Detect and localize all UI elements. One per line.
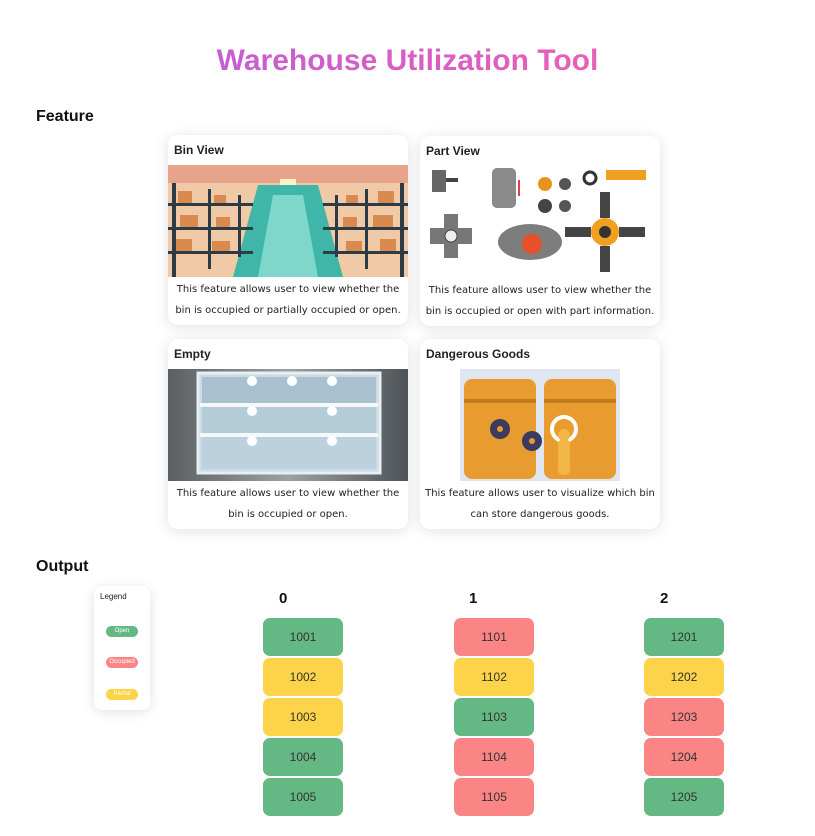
column-header-0: 0 — [279, 590, 288, 607]
bin-1205[interactable]: 1205 — [644, 778, 724, 816]
bin-1101[interactable]: 1101 — [454, 618, 534, 656]
page-title: Warehouse Utilization Tool — [0, 44, 815, 78]
bin-1105[interactable]: 1105 — [454, 778, 534, 816]
bin-1002[interactable]: 1002 — [263, 658, 343, 696]
feature-card-bin-view[interactable]: Bin View This feature allows user to vie… — [168, 135, 408, 325]
bin-1202[interactable]: 1202 — [644, 658, 724, 696]
card-description: This feature allows user to view whether… — [175, 284, 401, 316]
bin-1104[interactable]: 1104 — [454, 738, 534, 776]
card-title: Bin View — [174, 143, 224, 157]
legend-partial-badge: Partial — [106, 689, 138, 700]
card-description: This feature allows user to view whether… — [425, 285, 655, 317]
legend-open-badge: Open — [106, 626, 138, 637]
bin-1001[interactable]: 1001 — [263, 618, 343, 656]
feature-card-part-view[interactable]: Part View This feature allows user to vi… — [420, 136, 660, 326]
card-description: This feature allows user to visualize wh… — [425, 488, 655, 520]
bin-1103[interactable]: 1103 — [454, 698, 534, 736]
bin-1203[interactable]: 1203 — [644, 698, 724, 736]
column-header-2: 2 — [660, 590, 669, 607]
warehouse-aisle-image — [168, 165, 408, 277]
bin-1201[interactable]: 1201 — [644, 618, 724, 656]
legend-title: Legend — [100, 592, 127, 601]
column-header-1: 1 — [469, 590, 478, 607]
bin-1004[interactable]: 1004 — [263, 738, 343, 776]
feature-card-empty[interactable]: Empty This feature allows user to view w… — [168, 339, 408, 529]
empty-shelf-image — [168, 369, 408, 481]
bin-1204[interactable]: 1204 — [644, 738, 724, 776]
legend-occupied-badge: Occupied — [106, 657, 138, 668]
feature-card-dangerous-goods[interactable]: Dangerous Goods This feature allows user… — [420, 339, 660, 529]
output-heading: Output — [36, 558, 89, 575]
card-title: Empty — [174, 347, 211, 361]
bin-1003[interactable]: 1003 — [263, 698, 343, 736]
hazard-barrels-image — [420, 369, 660, 481]
card-title: Dangerous Goods — [426, 347, 531, 361]
machine-parts-image — [420, 166, 660, 278]
bin-1102[interactable]: 1102 — [454, 658, 534, 696]
card-title: Part View — [426, 144, 480, 158]
feature-heading: Feature — [36, 108, 94, 125]
card-description: This feature allows user to view whether… — [176, 488, 400, 520]
legend-panel: Legend Open Occupied Partial — [94, 586, 150, 710]
bin-1005[interactable]: 1005 — [263, 778, 343, 816]
